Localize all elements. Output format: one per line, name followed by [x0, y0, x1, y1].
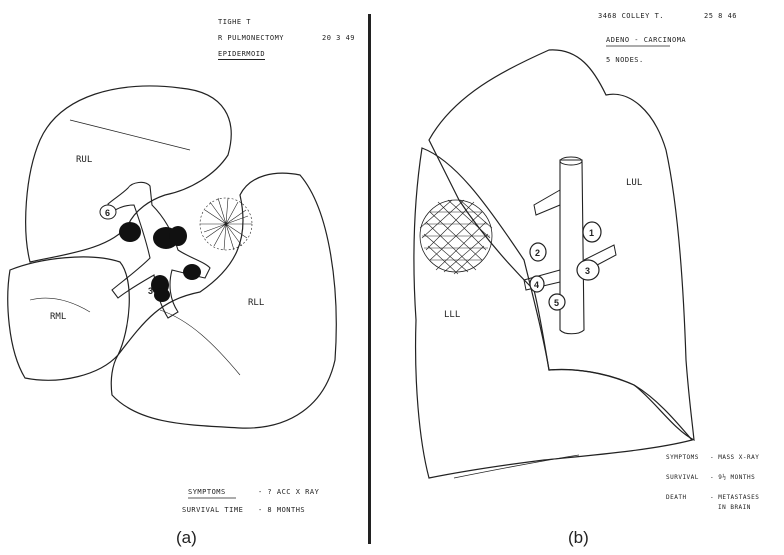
node-label-5: 5 — [554, 298, 559, 308]
caption-a: (a) — [176, 528, 197, 548]
node-label-3: 3 — [148, 286, 153, 296]
rll-outline — [111, 173, 336, 428]
node-label-6: 6 — [105, 208, 110, 218]
left-lung-drawing: 1 2 3 4 5 — [374, 0, 784, 555]
lobe-label-rml: RML — [50, 312, 66, 322]
node-label-4: 4 — [534, 280, 539, 290]
date-a: 20 3 49 — [322, 34, 355, 42]
rml-outline — [8, 257, 129, 380]
trachea — [560, 160, 584, 334]
tumor-a — [200, 198, 252, 250]
right-lung-drawing: 6 3 — [0, 0, 368, 555]
panel-b: 1 2 3 4 5 3468 COLLEY T. 25 8 46 ADENO -… — [374, 0, 784, 555]
patient-name-b: 3468 COLLEY T. — [598, 12, 664, 20]
survival-label-b: SURVIVAL — [666, 474, 699, 481]
patient-name-a: TIGHE T — [218, 18, 251, 26]
node-label-1: 1 — [589, 228, 594, 238]
histology-a: EPIDERMOID — [218, 50, 265, 60]
node-label-2: 2 — [535, 248, 540, 258]
lobe-label-lll: LLL — [444, 310, 460, 320]
symptoms-label-a: SYMPTOMS — [188, 488, 226, 496]
lobe-label-rul: RUL — [76, 155, 92, 165]
lul-outline — [429, 50, 694, 440]
histology-b: ADENO - CARCINOMA — [606, 36, 686, 44]
survival-value-b: - 9½ MONTHS — [710, 474, 755, 481]
death-value-b-1: - METASTASES — [710, 494, 759, 501]
survival-label-a: SURVIVAL TIME — [182, 506, 243, 514]
nodes-count-b: 5 NODES. — [606, 56, 644, 64]
symptoms-value-a: - ? ACC X RAY — [258, 488, 319, 496]
lobe-label-lul: LUL — [626, 178, 642, 188]
survival-value-a: - 8 MONTHS — [258, 506, 305, 514]
caption-b: (b) — [568, 528, 589, 548]
lobe-label-rll: RLL — [248, 298, 264, 308]
tumor-b-hatch — [420, 200, 492, 274]
symptoms-label-b: SYMPTOMS — [666, 454, 699, 461]
lymph-nodes-a — [119, 222, 201, 302]
death-label-b: DEATH — [666, 494, 687, 501]
node-label-3: 3 — [585, 266, 590, 276]
date-b: 25 8 46 — [704, 12, 737, 20]
procedure-a: R PULMONECTOMY — [218, 34, 284, 42]
panel-a: 6 3 TIGHE T R PULMONECTOMY 20 3 49 EPIDE… — [0, 0, 368, 555]
death-value-b-2: IN BRAIN — [718, 504, 751, 511]
symptoms-value-b: - MASS X-RAY — [710, 454, 759, 461]
panel-divider — [368, 14, 371, 544]
